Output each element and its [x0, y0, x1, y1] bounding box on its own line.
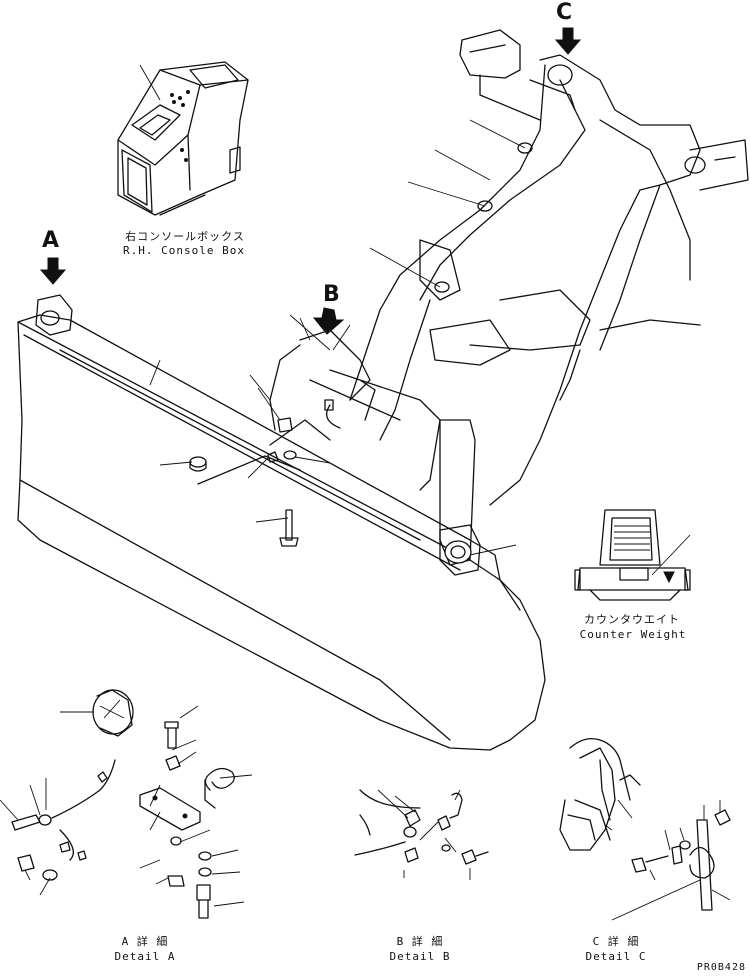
loader-frame [269, 29, 749, 566]
leader-lines [139, 64, 691, 576]
detail-c-label-en: Detail C [585, 950, 647, 963]
callout-arrows [39, 27, 582, 335]
detail-b-label-en: Detail B [389, 950, 451, 963]
detail-b-label-jp: B 詳 細 [396, 935, 444, 948]
callout-b: B [323, 282, 340, 307]
counterweight-label-jp: カウンタウエイト [584, 613, 680, 626]
detail-c-label-jp: C 詳 細 [592, 935, 640, 948]
detail-a [0, 689, 253, 919]
detail-a-label-jp: A 詳 細 [121, 935, 169, 948]
blade-hardware [189, 399, 341, 547]
console-label-en: R.H. Console Box [123, 244, 245, 257]
blade [17, 294, 546, 751]
detail-a-label-en: Detail A [114, 950, 176, 963]
console-box [117, 61, 249, 216]
callout-c: C [556, 0, 573, 25]
counterweight-label-en: Counter Weight [579, 628, 687, 641]
detail-b [354, 789, 489, 880]
drawing-code: PR0B428 [696, 962, 746, 973]
callout-a: A [42, 228, 60, 253]
counter-weight [574, 509, 691, 601]
console-label-jp: 右コンソールボックス [125, 230, 245, 243]
detail-c [559, 737, 731, 921]
